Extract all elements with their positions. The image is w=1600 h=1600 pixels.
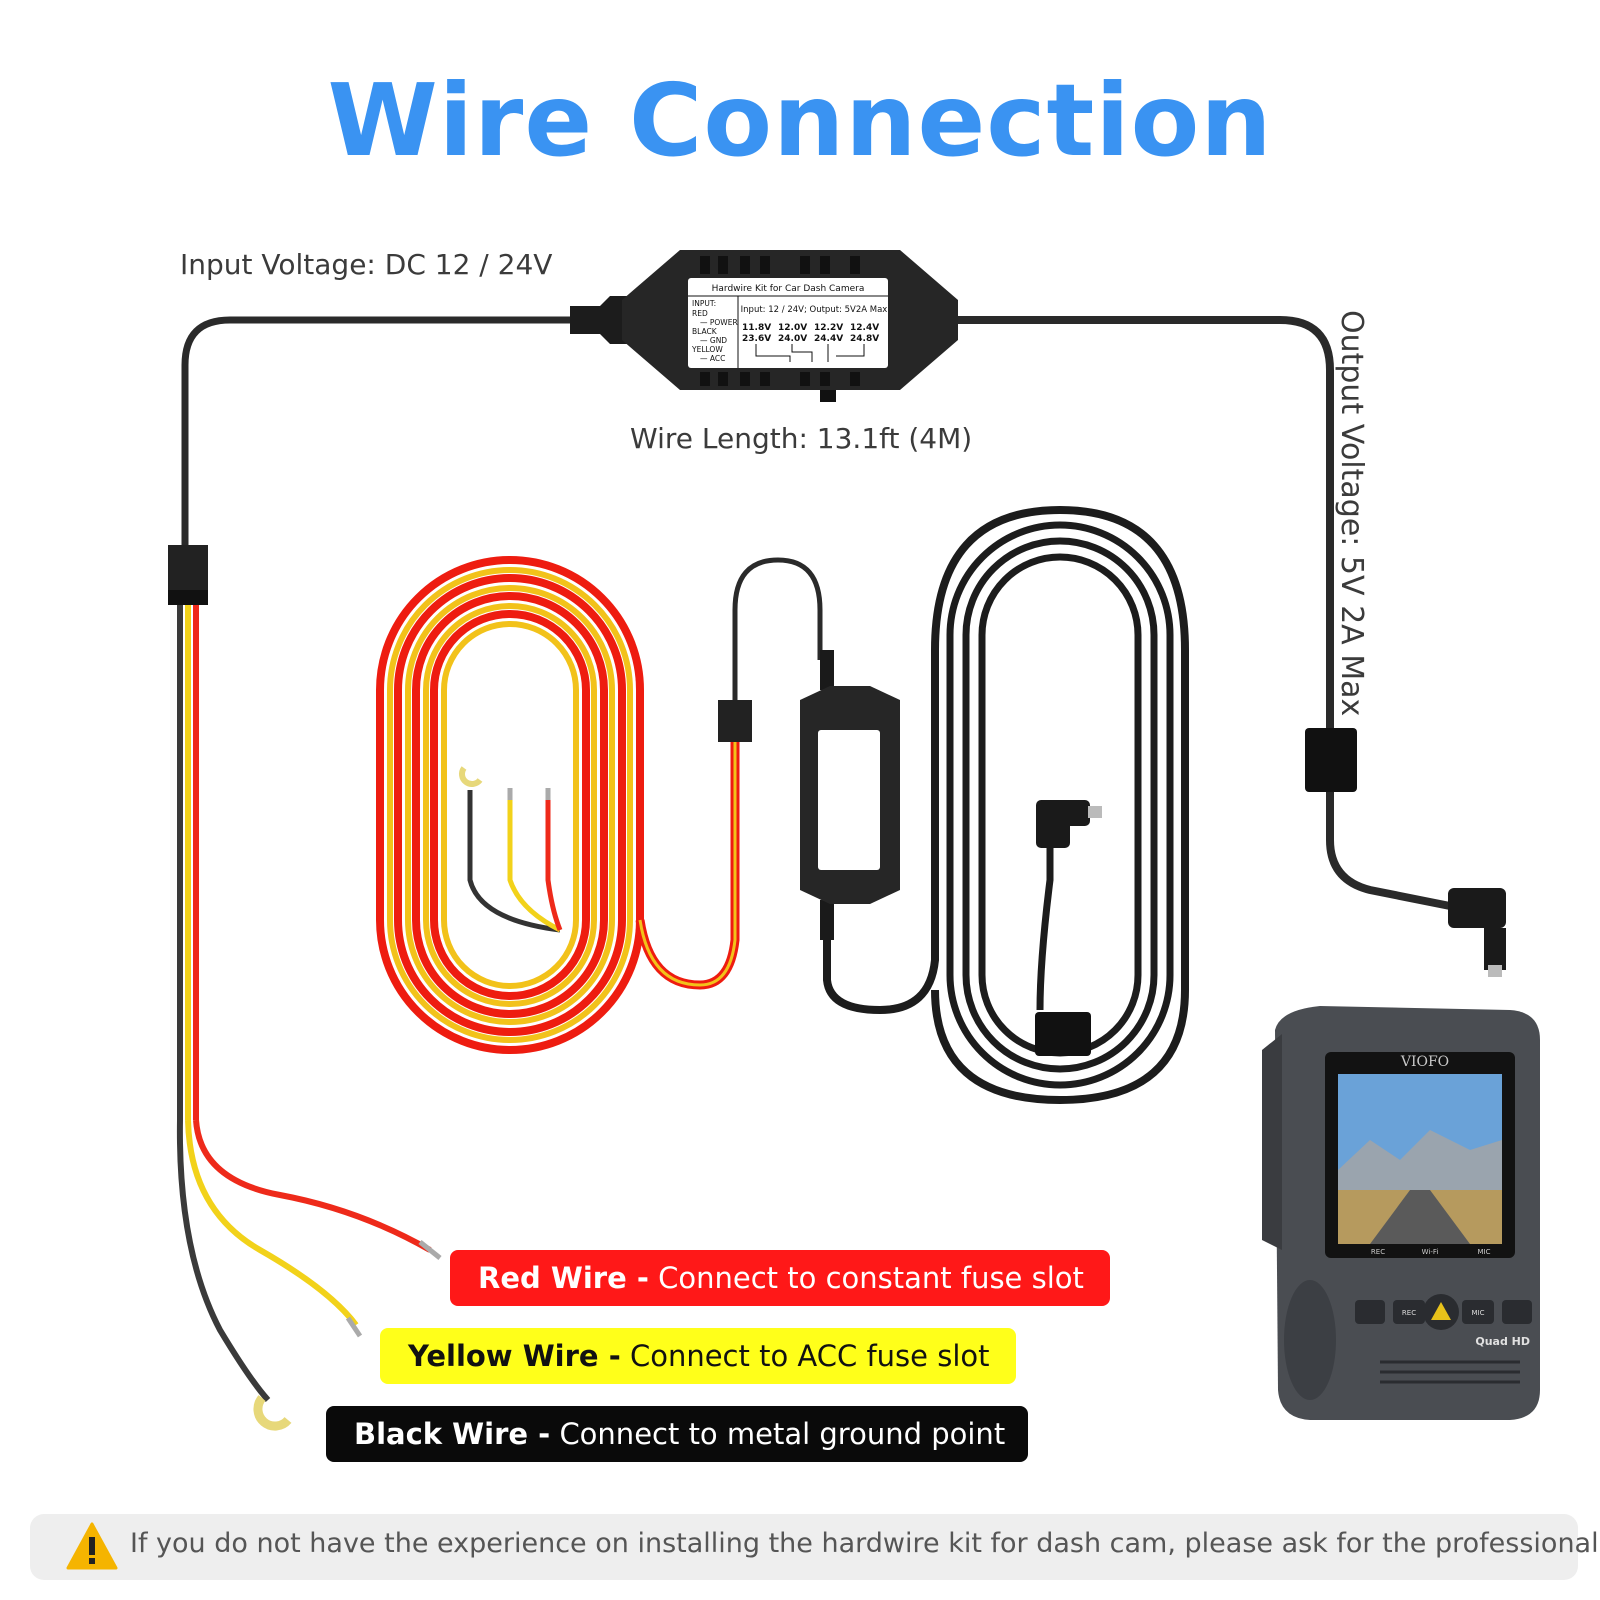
page-title: Wire Connection [327,62,1273,179]
small-fuse-holder [718,700,752,742]
yellow-lead [185,1119,359,1327]
module-input-3: BLACK [692,327,718,336]
cam-button-rec: REC [1402,1309,1416,1317]
yellow-wire-tag: Yellow Wire - Connect to ACC fuse slot [380,1328,1016,1384]
module-input-0: INPUT: [692,299,716,308]
module-v2-1: 24.0V [778,334,807,344]
black-wire-action: Connect to metal ground point [559,1417,1006,1451]
red-wire-name: Red Wire - [478,1261,649,1295]
black-wire-name: Black Wire - [354,1417,551,1451]
mini-usb-plug [1448,888,1506,977]
dash-camera: VIOFO REC Wi-Fi MIC REC MIC Quad HD [1262,1006,1540,1420]
module-v2-0: 23.6V [742,334,771,344]
module-v2-2: 24.4V [814,334,843,344]
module-heading: Hardwire Kit for Car Dash Camera [712,284,865,294]
ferrite-core [1305,728,1357,792]
cam-indicator-2: MIC [1478,1248,1491,1256]
warning-icon [66,1522,118,1570]
module-input-2: — POWER [700,318,738,327]
module-input-5: YELLOW [691,345,723,354]
wire-length-label: Wire Length: 13.1ft (4M) [630,422,973,455]
camera-brand: VIOFO [1400,1054,1449,1070]
module-v1-1: 12.0V [778,323,807,333]
module-v1-0: 11.8V [742,323,771,333]
triple-wire-left [177,605,199,1120]
cam-indicator-1: Wi-Fi [1422,1248,1439,1256]
module-v2-3: 24.8V [850,334,879,344]
cam-indicator-0: REC [1371,1248,1385,1256]
output-cable [950,316,1451,910]
module-input-6: — ACC [700,354,725,363]
red-wire-tag: Red Wire - Connect to constant fuse slot [450,1250,1110,1306]
black-wire-tag: Black Wire - Connect to metal ground poi… [326,1406,1028,1462]
ring-terminal-large [253,1395,292,1431]
black-lead [176,1119,271,1403]
module-input-4: — GND [700,336,727,345]
input-voltage-label: Input Voltage: DC 12 / 24V [180,248,553,281]
ferrite-core-small [1035,1012,1091,1056]
notice-bar: If you do not have the experience on ins… [30,1514,1600,1580]
yellow-wire-action: Connect to ACC fuse slot [629,1339,990,1373]
module-v1-2: 12.2V [814,323,843,333]
red-wire-action: Connect to constant fuse slot [658,1261,1084,1295]
red-lead [193,1119,432,1253]
notice-text: If you do not have the experience on ins… [130,1528,1600,1559]
camera-model-badge: Quad HD [1475,1335,1530,1348]
converter-module: Hardwire Kit for Car Dash Camera Input: … [570,250,958,402]
module-v1-3: 12.4V [850,323,879,333]
cam-button-mic: MIC [1472,1309,1485,1317]
module-spec: Input: 12 / 24V; Output: 5V2A Max [741,305,888,315]
module-input-1: RED [692,309,708,318]
coiled-power-cable [376,556,644,1054]
converter-module-small [800,650,900,940]
mini-usb-plug-small [1036,800,1102,1011]
yellow-wire-name: Yellow Wire - [408,1339,621,1373]
ring-terminal-small [459,766,483,787]
input-cable [181,316,570,545]
output-voltage-label: Output Voltage: 5V 2A Max [1334,310,1369,717]
